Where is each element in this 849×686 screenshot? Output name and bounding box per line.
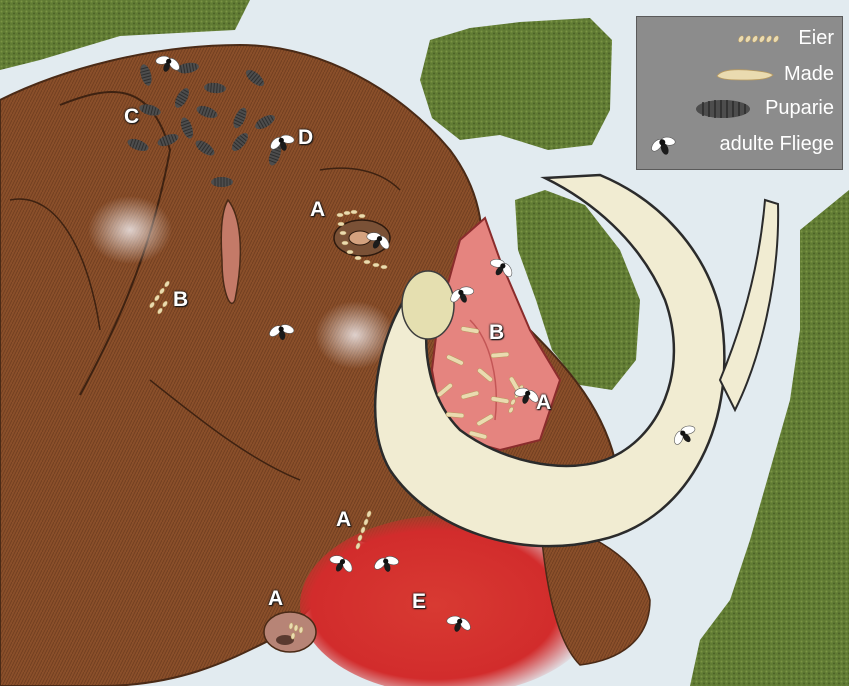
legend-item-puparium: Puparie bbox=[637, 93, 844, 125]
marker-a-chin: A bbox=[336, 509, 351, 530]
puparium-icon bbox=[693, 98, 755, 120]
legend-item-adult-fly: adulte Fliege bbox=[637, 129, 844, 161]
legend-label-adult-fly: adulte Fliege bbox=[719, 133, 834, 156]
legend: Eier Made Puparie adu bbox=[636, 16, 843, 170]
legend-item-eggs: Eier bbox=[637, 23, 844, 55]
marker-e-blood: E bbox=[412, 591, 426, 612]
marker-a-mouth: A bbox=[536, 392, 551, 413]
marker-b-trunk-wound: B bbox=[489, 322, 504, 343]
legend-item-maggot: Made bbox=[637, 59, 844, 91]
legend-label-maggot: Made bbox=[784, 63, 834, 86]
legend-label-eggs: Eier bbox=[798, 27, 834, 50]
tusk-base bbox=[402, 271, 454, 339]
legend-label-puparium: Puparie bbox=[765, 97, 834, 120]
grass-patch bbox=[420, 18, 612, 150]
marker-d-forehead: D bbox=[298, 127, 313, 148]
marker-a-eye: A bbox=[310, 199, 325, 220]
snow-on-fur bbox=[88, 196, 172, 264]
marker-a-trunk-tip: A bbox=[268, 588, 283, 609]
maggot-icon bbox=[713, 67, 777, 83]
eggs-icon bbox=[737, 31, 781, 47]
adult-fly-icon bbox=[649, 132, 679, 160]
trunk-tip bbox=[264, 612, 316, 652]
marker-c-forehead: C bbox=[124, 106, 139, 127]
marker-b-cheek: B bbox=[173, 289, 188, 310]
